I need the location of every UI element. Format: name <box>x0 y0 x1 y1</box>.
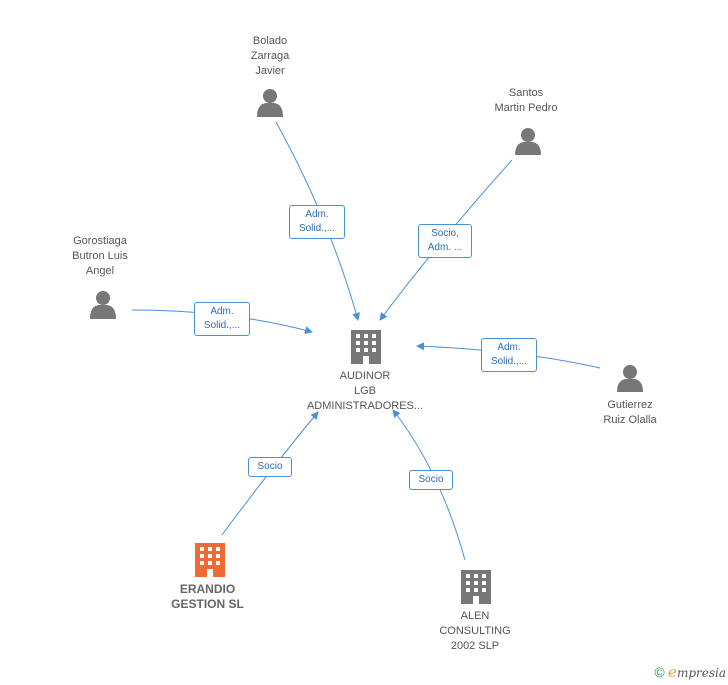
node-label-santos[interactable]: Santos Martin Pedro <box>494 87 558 114</box>
edge-label-alen[interactable]: Socio <box>409 470 453 490</box>
node-label-bolado[interactable]: Bolado Zarraga Javier <box>250 35 290 77</box>
node-label-gorostiaga[interactable]: Gorostiaga Butron Luis Angel <box>72 235 128 277</box>
building-icon-alen[interactable] <box>461 570 491 604</box>
person-icon-santos[interactable] <box>515 128 541 155</box>
building-icon-erandio[interactable] <box>195 543 225 577</box>
brand-logo: empresia <box>668 663 726 681</box>
node-label-gutierrez[interactable]: Gutierrez Ruiz Olalla <box>603 399 657 426</box>
edge-label-gorostiaga[interactable]: Adm. Solid.,... <box>194 302 250 336</box>
copyright-icon: © <box>654 664 665 680</box>
edge-label-gutierrez[interactable]: Adm. Solid.,... <box>481 338 537 372</box>
node-label-audinor[interactable]: AUDINOR LGB ADMINISTRADORES... <box>306 370 424 412</box>
person-icon-bolado[interactable] <box>257 89 283 117</box>
footer-brand: © empresia <box>654 663 726 681</box>
node-label-erandio[interactable]: ERANDIO GESTION SL <box>171 582 244 611</box>
node-label-alen[interactable]: ALEN CONSULTING 2002 SLP <box>439 610 511 652</box>
edge-label-bolado[interactable]: Adm. Solid.,... <box>289 205 345 239</box>
edge-label-erandio[interactable]: Socio <box>248 457 292 477</box>
building-icon-audinor[interactable] <box>351 330 381 364</box>
edge-label-santos[interactable]: Socio, Adm. ... <box>418 224 472 258</box>
person-icon-gutierrez[interactable] <box>617 365 643 392</box>
person-icon-gorostiaga[interactable] <box>90 291 116 319</box>
